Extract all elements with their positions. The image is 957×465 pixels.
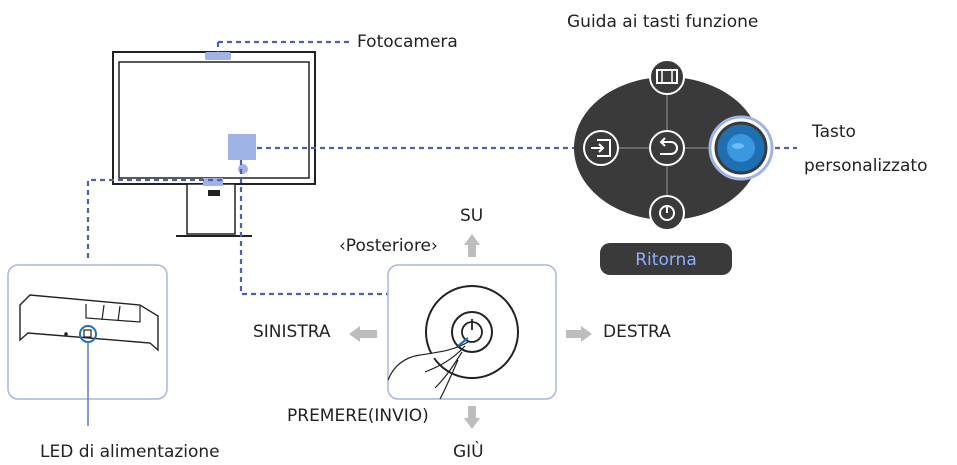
custom-key-label-line2: personalizzato — [804, 156, 928, 176]
monitor-illustration — [112, 51, 316, 237]
power-led-label: LED di alimentazione — [40, 442, 220, 462]
rear-label: ‹Posteriore› — [339, 236, 438, 256]
led-inset — [7, 264, 168, 426]
return-icon[interactable] — [649, 130, 685, 166]
picture-mode-icon[interactable] — [649, 59, 685, 95]
joystick-power-icon — [461, 319, 483, 343]
up-label: SU — [460, 206, 484, 226]
down-label: GIÙ — [453, 442, 484, 462]
source-icon[interactable] — [583, 130, 619, 166]
joystick-inset — [387, 264, 557, 400]
press-label: PREMERE(INVIO) — [287, 406, 429, 426]
button-highlight — [228, 134, 256, 160]
arrow-right-icon — [566, 326, 592, 342]
custom-key-icon[interactable] — [708, 115, 774, 181]
camera-highlight — [205, 52, 231, 60]
direction-arrows — [349, 234, 592, 429]
right-label: DESTRA — [603, 322, 671, 342]
camera-label: Fotocamera — [357, 32, 458, 52]
arrow-left-icon — [349, 326, 377, 342]
arrow-up-icon — [464, 234, 480, 257]
custom-key-label-line1: Tasto — [812, 122, 856, 142]
function-key-pad — [574, 59, 774, 231]
return-button-label[interactable]: Ritorna — [635, 250, 697, 270]
return-button[interactable] — [600, 243, 732, 275]
power-icon[interactable] — [649, 195, 685, 231]
leader-lines — [86, 40, 797, 296]
arrow-down-icon — [464, 406, 480, 429]
left-label: SINISTRA — [253, 322, 331, 342]
function-key-guide-label: Guida ai tasti funzione — [567, 12, 759, 32]
